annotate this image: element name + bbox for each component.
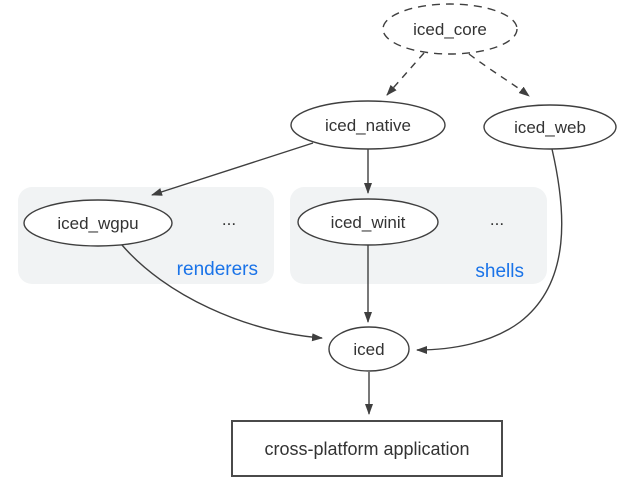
node-iced-label: iced (353, 340, 384, 359)
edge-iced-native-to-iced-wgpu (151, 142, 314, 196)
renderers-group-label: renderers (177, 259, 258, 280)
edge-iced-web-to-iced (416, 148, 563, 354)
node-iced-winit (297, 198, 439, 246)
shells-group-label: shells (475, 261, 524, 282)
shells-ellipsis: ... (490, 210, 504, 229)
node-cross-platform-application-label: cross-platform application (264, 439, 469, 459)
node-iced-web (483, 104, 617, 150)
node-iced-wgpu-label: iced_wgpu (57, 214, 138, 233)
node-iced-wgpu (23, 199, 173, 247)
node-iced-core-label: iced_core (413, 20, 487, 39)
renderers-ellipsis: ... (222, 210, 236, 229)
node-iced (328, 326, 410, 372)
node-iced-native-label: iced_native (325, 116, 411, 135)
node-iced-web-label: iced_web (514, 118, 586, 137)
node-iced-winit-label: iced_winit (331, 213, 406, 232)
edge-iced-core-to-iced-web (468, 53, 530, 97)
node-cross-platform-application (231, 420, 503, 477)
node-iced-core (382, 3, 518, 55)
node-iced-native (290, 100, 446, 150)
edge-iced-wgpu-to-iced (121, 244, 323, 342)
edge-iced-core-to-iced-native (386, 52, 425, 96)
